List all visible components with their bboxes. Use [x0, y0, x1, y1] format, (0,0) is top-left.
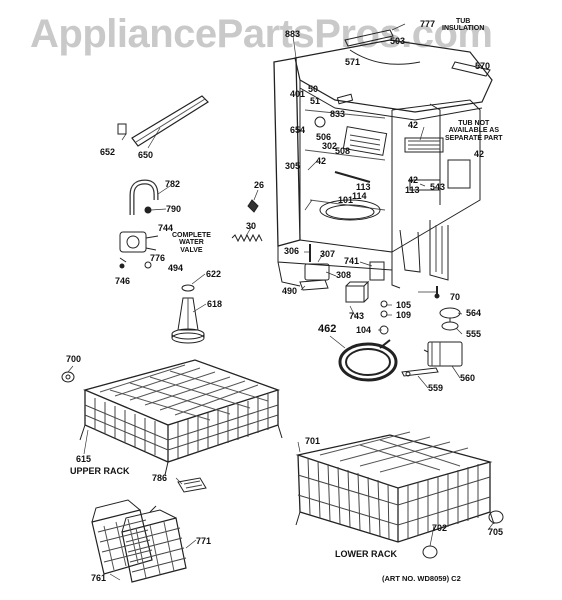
part-label-462: 462 [318, 323, 337, 335]
part-label-744: 744 [158, 223, 174, 233]
part-label-555: 555 [466, 329, 482, 339]
lower-parts [299, 244, 385, 303]
part-label-494: 494 [168, 263, 184, 273]
part-label-490: 490 [282, 286, 298, 296]
watermark: AppliancePartsPros.com [30, 12, 493, 56]
part-label-560: 560 [460, 373, 476, 383]
part-label-42a: 42 [316, 156, 327, 166]
part-label-777: 777 [420, 19, 436, 29]
part-label-771: 771 [196, 536, 212, 546]
part-label-615: 615 [76, 454, 92, 464]
silverware-basket-771 [91, 499, 187, 583]
lower-rack-701 [295, 431, 504, 559]
part-label-113b: 113 [405, 185, 420, 195]
part-label-305: 305 [285, 161, 301, 171]
part-786 [177, 477, 207, 493]
part-label-42c: 42 [474, 149, 485, 159]
wire-harness-462 [338, 339, 398, 382]
part-label-109: 109 [396, 310, 412, 320]
part-label-306: 306 [284, 246, 300, 256]
part-label-650: 650 [138, 150, 154, 160]
part-label-622: 622 [206, 269, 222, 279]
part-label-70: 70 [450, 292, 461, 302]
art-number: (ART NO. WD8059) C2 [382, 574, 461, 583]
part-label-559: 559 [428, 383, 444, 393]
tub-assembly [273, 29, 493, 289]
part-label-652: 652 [100, 147, 116, 157]
part-label-104: 104 [356, 325, 372, 335]
part-label-503: 503 [390, 36, 406, 46]
part-label-26: 26 [254, 180, 265, 190]
spray-tower-618 [171, 284, 205, 344]
part-label-50: 50 [308, 84, 319, 94]
leader-lines [67, 23, 495, 581]
part-label-786: 786 [152, 473, 168, 483]
part-label-307: 307 [320, 249, 336, 259]
rack-track-650 [117, 95, 209, 147]
part-label-883: 883 [285, 29, 301, 39]
part-label-508: 508 [335, 146, 351, 156]
upper-rack-615 [61, 359, 283, 476]
part-label-42b: 42 [408, 120, 419, 130]
part-label-700: 700 [66, 354, 82, 364]
caption-lower-rack: LOWER RACK [335, 549, 397, 559]
part-label-401: 401 [290, 89, 306, 99]
part-label-564: 564 [466, 308, 482, 318]
part-label-782: 782 [165, 179, 181, 189]
part-label-741: 741 [344, 256, 360, 266]
part-label-570: 570 [475, 61, 491, 71]
part-label-833: 833 [330, 109, 346, 119]
part-label-101: 101 [338, 195, 354, 205]
part-label-114: 114 [352, 191, 367, 201]
part-label-42d: 42 [408, 175, 419, 185]
water-valve-744 [119, 231, 159, 269]
part-label-105: 105 [396, 300, 412, 310]
part-label-618: 618 [207, 299, 223, 309]
part-label-308: 308 [336, 270, 352, 280]
part-label-701: 701 [305, 436, 321, 446]
part-label-506: 506 [316, 132, 332, 142]
note-tub-insulation: TUB INSULATION [442, 18, 485, 33]
part-label-746: 746 [115, 276, 131, 286]
part-label-654: 654 [290, 125, 306, 135]
note-tub-not-available: TUB NOT AVAILABLE AS SEPARATE PART [445, 120, 503, 142]
part-label-302: 302 [322, 141, 338, 151]
part-label-113a: 113 [356, 182, 371, 192]
part-label-761: 761 [91, 573, 107, 583]
part-label-30: 30 [246, 221, 257, 231]
part-label-51: 51 [310, 96, 321, 106]
part-label-705: 705 [488, 527, 504, 537]
motor-area [401, 307, 463, 377]
part-label-571: 571 [345, 57, 361, 67]
note-complete-water-valve: COMPLETE WATER VALVE [172, 232, 211, 254]
part-label-743: 743 [349, 311, 365, 321]
part-label-543: 543 [430, 182, 446, 192]
part-label-776: 776 [150, 253, 166, 263]
caption-upper-rack: UPPER RACK [70, 466, 130, 476]
part-label-702: 702 [432, 523, 448, 533]
part-label-790: 790 [166, 204, 182, 214]
